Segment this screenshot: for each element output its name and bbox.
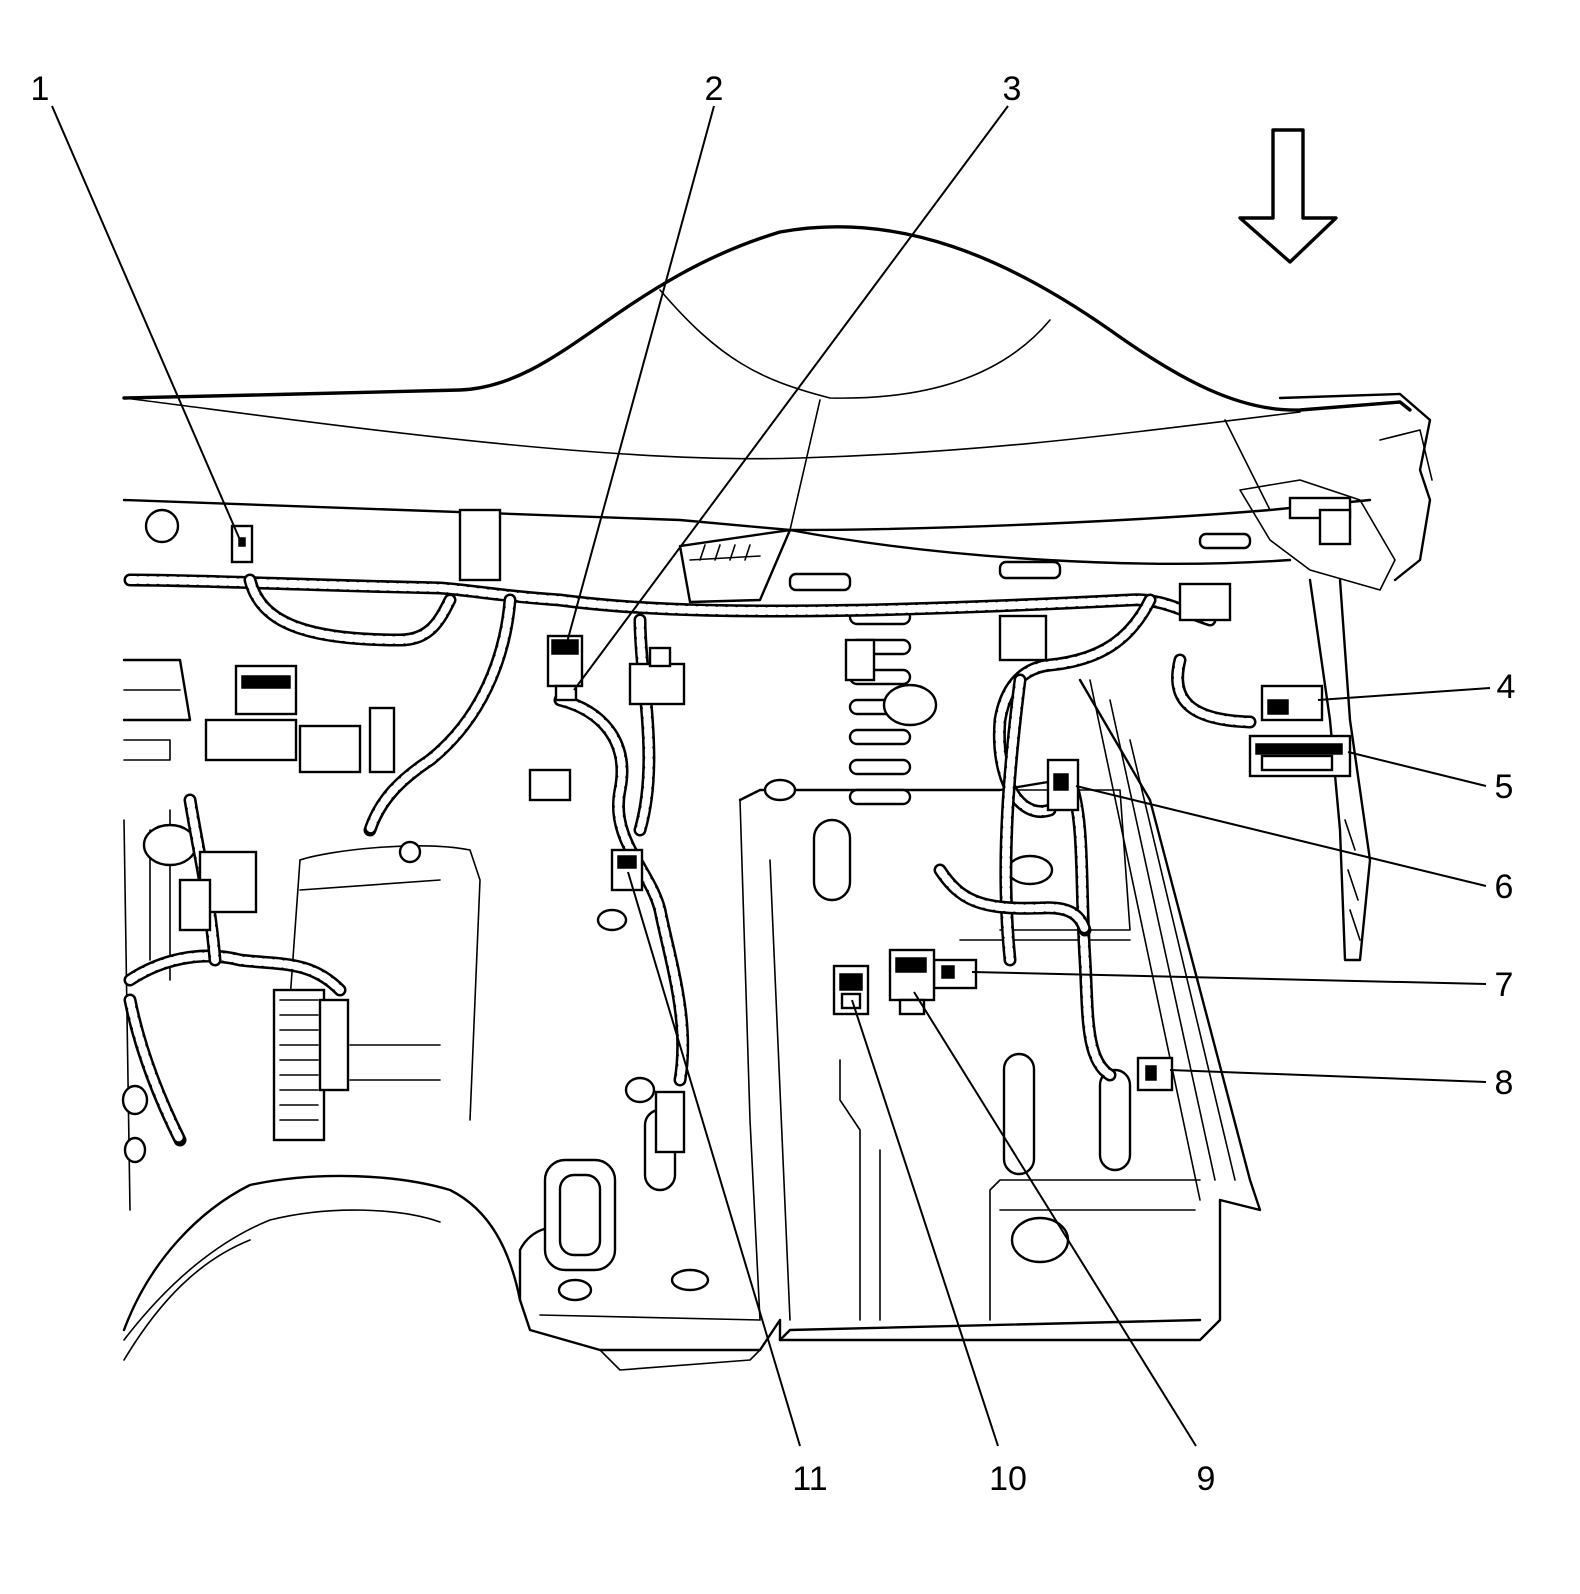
floor-slots: [121, 608, 1132, 1302]
floor-panel: [122, 658, 1262, 1371]
connector-9: [888, 948, 936, 1016]
callout-5: 5: [1495, 768, 1514, 806]
connector-3: [628, 646, 686, 706]
callout-6: 6: [1495, 868, 1514, 906]
harness-components: [144, 508, 1232, 1154]
connector-2: [546, 634, 584, 702]
callout-leaders: [51, 105, 1491, 1447]
leader-7: [971, 971, 1487, 985]
callout-8: 8: [1495, 1064, 1514, 1102]
leader-2: [565, 105, 715, 647]
leader-8: [1169, 1069, 1487, 1083]
callout-2: 2: [705, 70, 724, 108]
callout-4: 4: [1497, 668, 1516, 706]
connector-4: [1260, 684, 1324, 722]
leader-4: [1317, 687, 1491, 701]
connector-1: [230, 524, 254, 564]
leader-1: [51, 105, 241, 541]
view-direction-arrow: [1238, 128, 1338, 264]
connector-6: [1046, 758, 1080, 812]
callout-1: 1: [31, 70, 50, 108]
leader-10: [851, 999, 999, 1447]
connector-7: [932, 958, 978, 990]
module-5: [1248, 734, 1352, 778]
leader-5: [1347, 751, 1487, 787]
callout-10: 10: [989, 1460, 1027, 1498]
callout-7: 7: [1495, 966, 1514, 1004]
leader-6: [1075, 785, 1487, 887]
leader-11: [627, 871, 801, 1447]
leader-9: [913, 991, 1197, 1447]
callout-labels: 1 2 3 4 5 6 7 8 9 10 11: [31, 70, 1516, 1498]
leader-3: [573, 105, 1009, 691]
callout-3: 3: [1003, 70, 1022, 108]
connector-10: [832, 964, 870, 1016]
connector-8: [1136, 1056, 1174, 1092]
instrument-panel-outline: [122, 225, 1433, 604]
callout-11: 11: [792, 1460, 827, 1498]
connector-11: [610, 848, 644, 892]
callout-9: 9: [1197, 1460, 1216, 1498]
